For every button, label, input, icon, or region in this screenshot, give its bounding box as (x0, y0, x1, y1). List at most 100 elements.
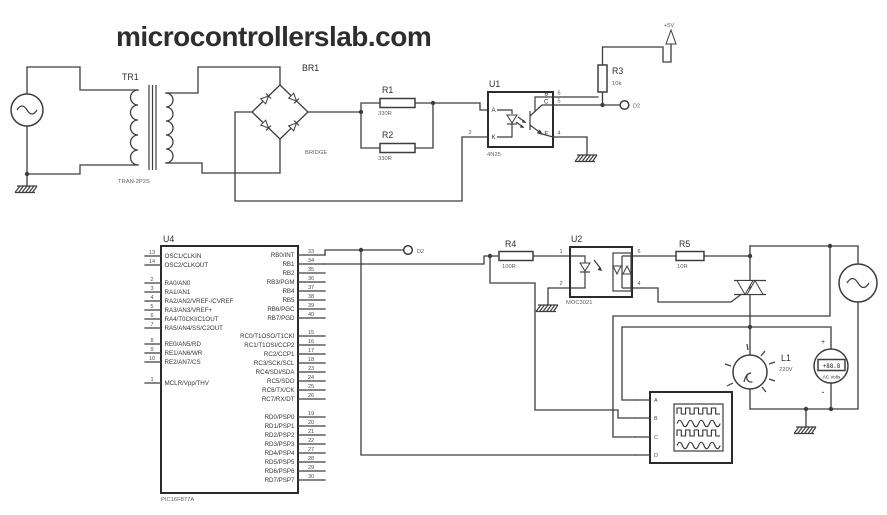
mcu-pin-number: 34 (308, 258, 314, 264)
lamp-ref: L1 (781, 353, 791, 363)
u1-phototransistor-icon (529, 96, 554, 138)
mcu-pin-number: 29 (308, 465, 314, 471)
r3-value: 10k (612, 81, 621, 87)
terminal-circle-icon (402, 244, 414, 256)
power-5v: +5V (664, 23, 677, 45)
mcu-pin-number: 22 (308, 438, 314, 444)
u2-value: MOC3021 (566, 300, 592, 306)
u1-pin-number: 5 (557, 99, 560, 105)
scope-input-label: B (654, 416, 658, 422)
bridge-diamond (251, 84, 309, 140)
mcu-pin-number: 9 (150, 347, 153, 353)
scope-screen (673, 403, 724, 452)
terminal-d2-bottom-label: D2 (417, 249, 424, 255)
voltmeter-minus: - (822, 387, 825, 397)
mcu-pin-name: RC3/SCK/SCL (254, 360, 295, 367)
wire-rb0-to-scope-d (360, 249, 636, 456)
scope-traces (676, 407, 721, 450)
light-rays-icon (724, 343, 776, 393)
r2-ref: R2 (382, 130, 393, 140)
mcu-pin-number: 16 (308, 339, 314, 345)
u2-led-icon (570, 255, 591, 289)
mcu-pin-number: 37 (308, 285, 314, 291)
site-title: microcontrollerslab.com (116, 21, 431, 52)
u1-ref: U1 (489, 79, 500, 89)
mcu-pin-number: 35 (308, 267, 314, 273)
wire-r1-branch (360, 102, 434, 113)
mcu-pin-number: 21 (308, 429, 314, 435)
mcu-pin-number: 19 (308, 411, 314, 417)
lamp-l1: L1 220V (724, 343, 793, 393)
wire-rb1-to-scope-b (489, 255, 636, 419)
mcu-pin-name: RA5/AN4/SS/C2OUT (165, 325, 224, 332)
u1-pin-number: 4 (557, 131, 560, 137)
u1-pin-name: E (544, 131, 548, 138)
mcu-pin-number: 5 (150, 304, 153, 310)
u1-pin-name: A (492, 107, 497, 114)
wire-source1-to-primary-top (26, 66, 139, 95)
mcu-pin-name: RB4 (282, 288, 295, 295)
wire-secondary-top-to-bridge (165, 66, 281, 94)
mcu-pin-name: RC7/RX/DT (262, 396, 295, 403)
voltmeter: +88.8 AC Volts + - (813, 339, 849, 397)
wire-rb0-to-terminal (324, 249, 404, 256)
mcu-pin-number: 17 (308, 348, 314, 354)
scope-input-label: A (654, 398, 658, 404)
voltmeter-plus: + (821, 339, 825, 346)
wire-bridge-neg-to-u1-k (234, 111, 489, 202)
u2-pin-number: 2 (559, 281, 562, 287)
wire-u1-emitter-to-ground (552, 136, 588, 156)
mcu-pin-number: 33 (308, 249, 314, 255)
mcu-pin-name: RD6/PSP6 (265, 468, 295, 475)
transformer-tr1: TR1 TRAN-2P2S (118, 72, 174, 185)
mcu-pin-name: RD1/PSP1 (265, 423, 295, 430)
voltmeter-display: +88.8 (823, 364, 841, 370)
mcu-pin-number: 27 (308, 447, 314, 453)
resistor-r3: R3 10k (597, 64, 623, 93)
sine-icon (846, 277, 870, 289)
mcu-pin-number: 6 (150, 313, 153, 319)
mcu-pin-name: RA3/AN3/VREF+ (165, 307, 213, 314)
scope-input-label: C (654, 435, 658, 441)
mcu-pin-number: 14 (149, 259, 155, 265)
scope-trace (676, 419, 721, 428)
mcu-pin-name: RE2/AN7/CS (165, 359, 201, 366)
wire-to-u1-anode (432, 102, 489, 111)
mcu-pin-name: RC1/T1OSI/CCP2 (244, 342, 295, 349)
mcu-pin-name: RD5/PSP5 (265, 459, 295, 466)
triac-triangle-icon (746, 279, 764, 295)
wire-top-rail (749, 245, 859, 265)
mcu-pin-name: RC4/SDI/SDA (256, 369, 296, 376)
triac (734, 279, 766, 296)
terminal-d2-top-label: D2 (633, 104, 640, 110)
u1-led-icon (497, 109, 527, 138)
mcu-pin-number: 23 (308, 366, 314, 372)
filament-icon (743, 372, 753, 383)
wire-supply-to-scope-c (612, 245, 831, 438)
scope-trace (676, 429, 720, 437)
bridge-value: BRIDGE (305, 150, 327, 156)
mcu-pin-name: RB5 (282, 297, 295, 304)
voltmeter-unit: AC Volts (823, 375, 841, 380)
mcu-pin-number: 28 (308, 456, 314, 462)
r1-ref: R1 (382, 85, 393, 95)
resistor-r5: R5 10R (675, 239, 705, 270)
transformer-ref: TR1 (122, 72, 139, 82)
junction-dots (24, 100, 834, 412)
u1-pin-name: B (544, 91, 548, 98)
transformer-value: TRAN-2P2S (118, 179, 150, 185)
mcu-pin-number: 8 (150, 338, 153, 344)
terminal-d2-bottom: D2 (402, 244, 424, 256)
mcu-pin-name: RA1/AN1 (165, 289, 191, 296)
optotriac-u2: U2 MOC3021 (566, 234, 633, 306)
resistor-r1: R1 330R (378, 85, 416, 117)
mcu-pin-name: RC2/CCP1 (264, 351, 295, 358)
bridge-rectifier-br1: BR1 BRIDGE (251, 63, 327, 156)
wire-u2-cathode-to-ground (547, 287, 571, 306)
optocoupler-u1: U1 4N25 (487, 79, 554, 158)
u1-value: 4N25 (487, 152, 501, 158)
wire-u2-to-triac-gate (631, 287, 742, 303)
